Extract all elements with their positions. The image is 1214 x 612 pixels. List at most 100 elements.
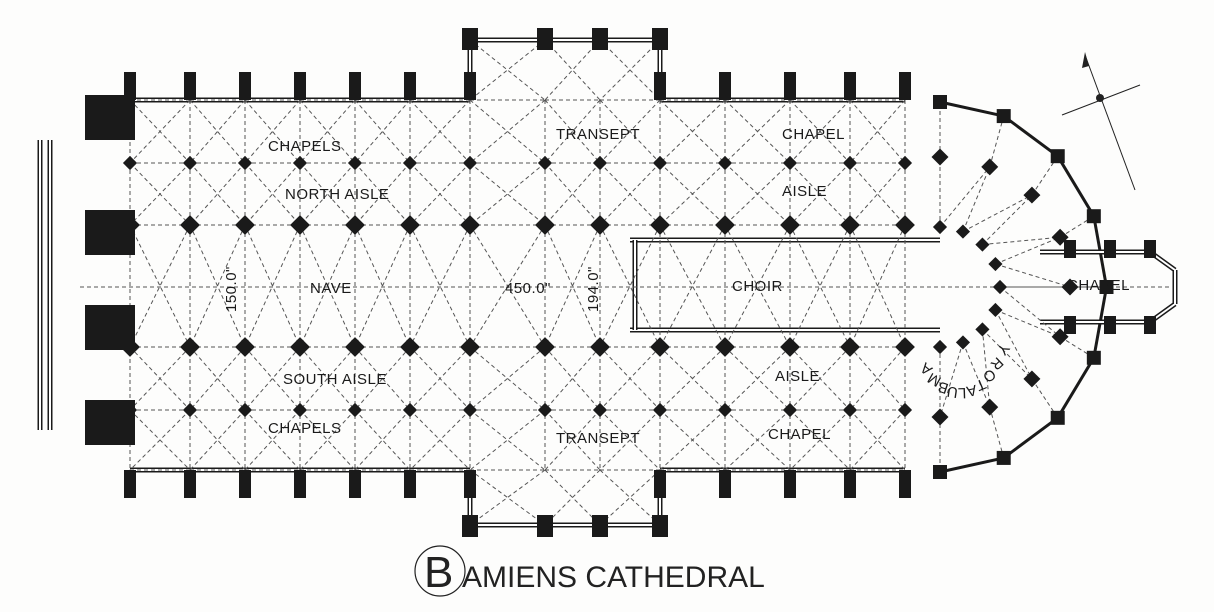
vault-rib [129, 99, 191, 164]
buttress [349, 72, 361, 100]
vault-rib [659, 224, 726, 348]
pier [237, 402, 253, 418]
vault-rib [409, 224, 471, 348]
pier [897, 402, 913, 418]
vault-rib [409, 162, 471, 226]
pier [290, 215, 310, 235]
vault-rib [409, 224, 471, 348]
buttress [933, 465, 947, 479]
vault-rib [849, 409, 906, 471]
vault-rib [354, 224, 411, 348]
pier [180, 215, 200, 235]
pier [402, 402, 418, 418]
label-nave: NAVE [310, 280, 352, 297]
pier [345, 215, 365, 235]
pier [400, 215, 420, 235]
vault-rib [789, 99, 851, 164]
vault-rib [469, 162, 546, 226]
pier [592, 155, 608, 171]
pier [955, 335, 971, 350]
pier [537, 155, 553, 171]
label-choir: CHOIR [732, 278, 783, 295]
buttress [719, 470, 731, 498]
vault-rib [469, 224, 546, 348]
pier [347, 402, 363, 418]
pier [462, 402, 478, 418]
pier [717, 402, 733, 418]
vault-rib [995, 263, 1071, 288]
buttress [899, 72, 911, 100]
vault-rib [129, 346, 191, 411]
vault-rib [659, 346, 726, 411]
vault-rib [982, 236, 1061, 246]
buttress [652, 515, 668, 537]
buttress [464, 72, 476, 100]
apse-wall [1002, 114, 1059, 158]
vault-rib [962, 194, 1033, 233]
vault-rib [189, 224, 246, 348]
vault-rib [129, 162, 191, 226]
vault-rib [789, 224, 851, 348]
vault-rib [469, 99, 546, 164]
pier [992, 279, 1008, 295]
buttress [899, 470, 911, 498]
pier [652, 155, 668, 171]
pier [402, 155, 418, 171]
vault-rib [599, 224, 661, 348]
pier [460, 337, 480, 357]
pier [182, 155, 198, 171]
ambulatory-letter: A [964, 381, 978, 400]
vault-rib [994, 309, 1033, 380]
label-aisle-south: AISLE [775, 368, 820, 385]
vault-rib [599, 469, 661, 526]
buttress [784, 72, 796, 100]
pier [400, 337, 420, 357]
vault-rib [982, 329, 1033, 380]
vault-rib [469, 346, 546, 411]
vault-rib [962, 166, 991, 232]
title-initial-circle [414, 545, 466, 597]
buttress [996, 109, 1011, 124]
pier [717, 155, 733, 171]
pier [780, 337, 800, 357]
pier [895, 215, 915, 235]
vault-rib [982, 194, 1033, 245]
pier [650, 337, 670, 357]
pier [535, 337, 555, 357]
buttress [124, 72, 136, 100]
pier [182, 402, 198, 418]
pier [932, 339, 948, 355]
vault-ribs [80, 39, 1170, 526]
label-chapels-north: CHAPELS [268, 138, 342, 155]
buttress [1086, 209, 1101, 224]
label-axial-chapel: CHAPEL [1067, 277, 1130, 294]
buttress [1104, 240, 1116, 258]
vault-rib [849, 224, 906, 348]
pier [931, 148, 949, 166]
vault-rib [409, 346, 471, 411]
buttress [592, 515, 608, 537]
pier [975, 237, 990, 252]
pier [537, 402, 553, 418]
pier [592, 402, 608, 418]
vault-rib [299, 224, 356, 348]
buttress [933, 95, 947, 109]
vault-rib [469, 409, 546, 471]
label-length: 450.0" [505, 280, 551, 297]
pier [180, 337, 200, 357]
buttress [294, 72, 306, 100]
vault-rib [544, 39, 601, 101]
buttress [462, 28, 478, 50]
compass-center [1096, 94, 1104, 102]
buttress [1050, 410, 1065, 425]
pier [932, 219, 948, 235]
apse-wall [1056, 357, 1096, 419]
vault-rib [789, 409, 851, 471]
vault-rib [789, 162, 851, 226]
vault-rib [724, 99, 791, 164]
pier [981, 158, 999, 176]
vault-rib [129, 409, 191, 471]
ambulatory-letter: B [935, 377, 950, 396]
